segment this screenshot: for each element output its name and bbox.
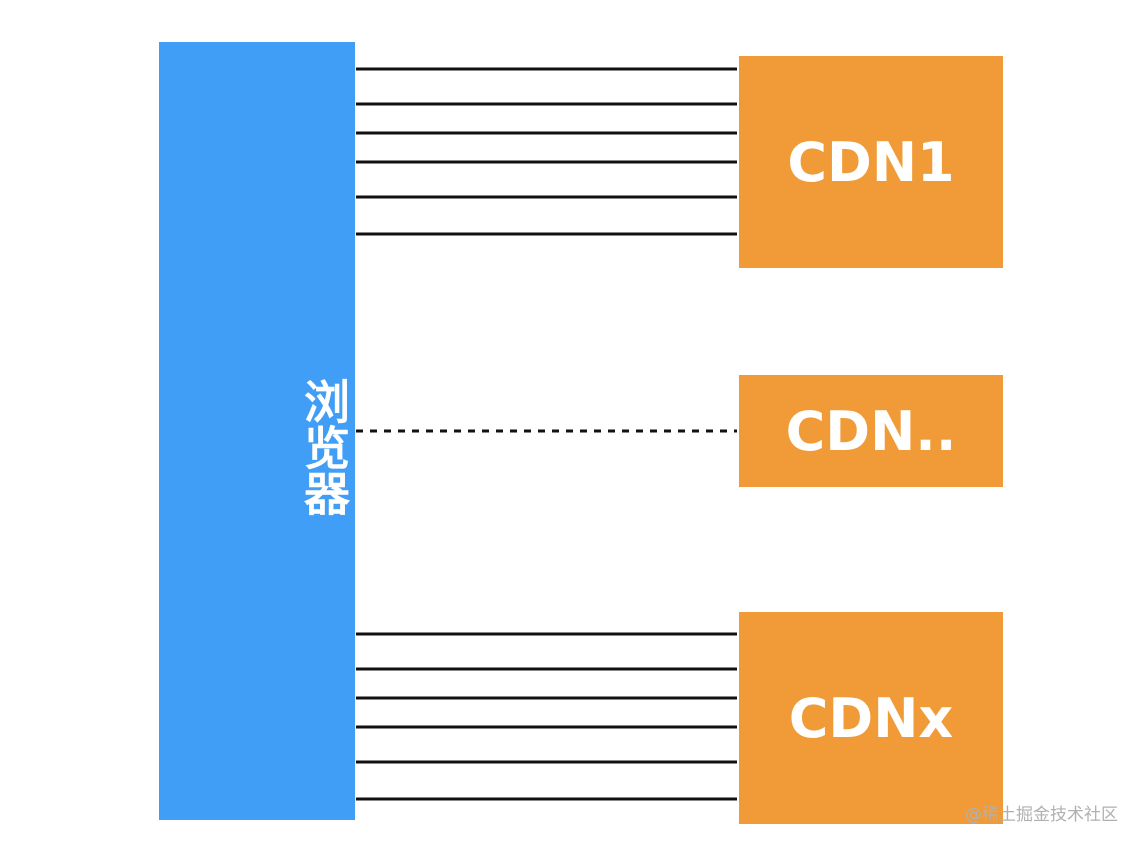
- cdn-ellipsis-box: CDN..: [739, 375, 1003, 487]
- browser-label: 浏览器: [297, 378, 351, 516]
- cdnx-box: CDNx: [739, 612, 1003, 824]
- cdn-ellipsis-label: CDN..: [785, 399, 957, 463]
- browser-box: 浏览器: [159, 42, 355, 820]
- cdn1-box: CDN1: [739, 56, 1003, 268]
- watermark-text: @稀土掘金技术社区: [965, 805, 1118, 825]
- cdnx-label: CDNx: [788, 686, 954, 750]
- cdn1-label: CDN1: [787, 130, 955, 194]
